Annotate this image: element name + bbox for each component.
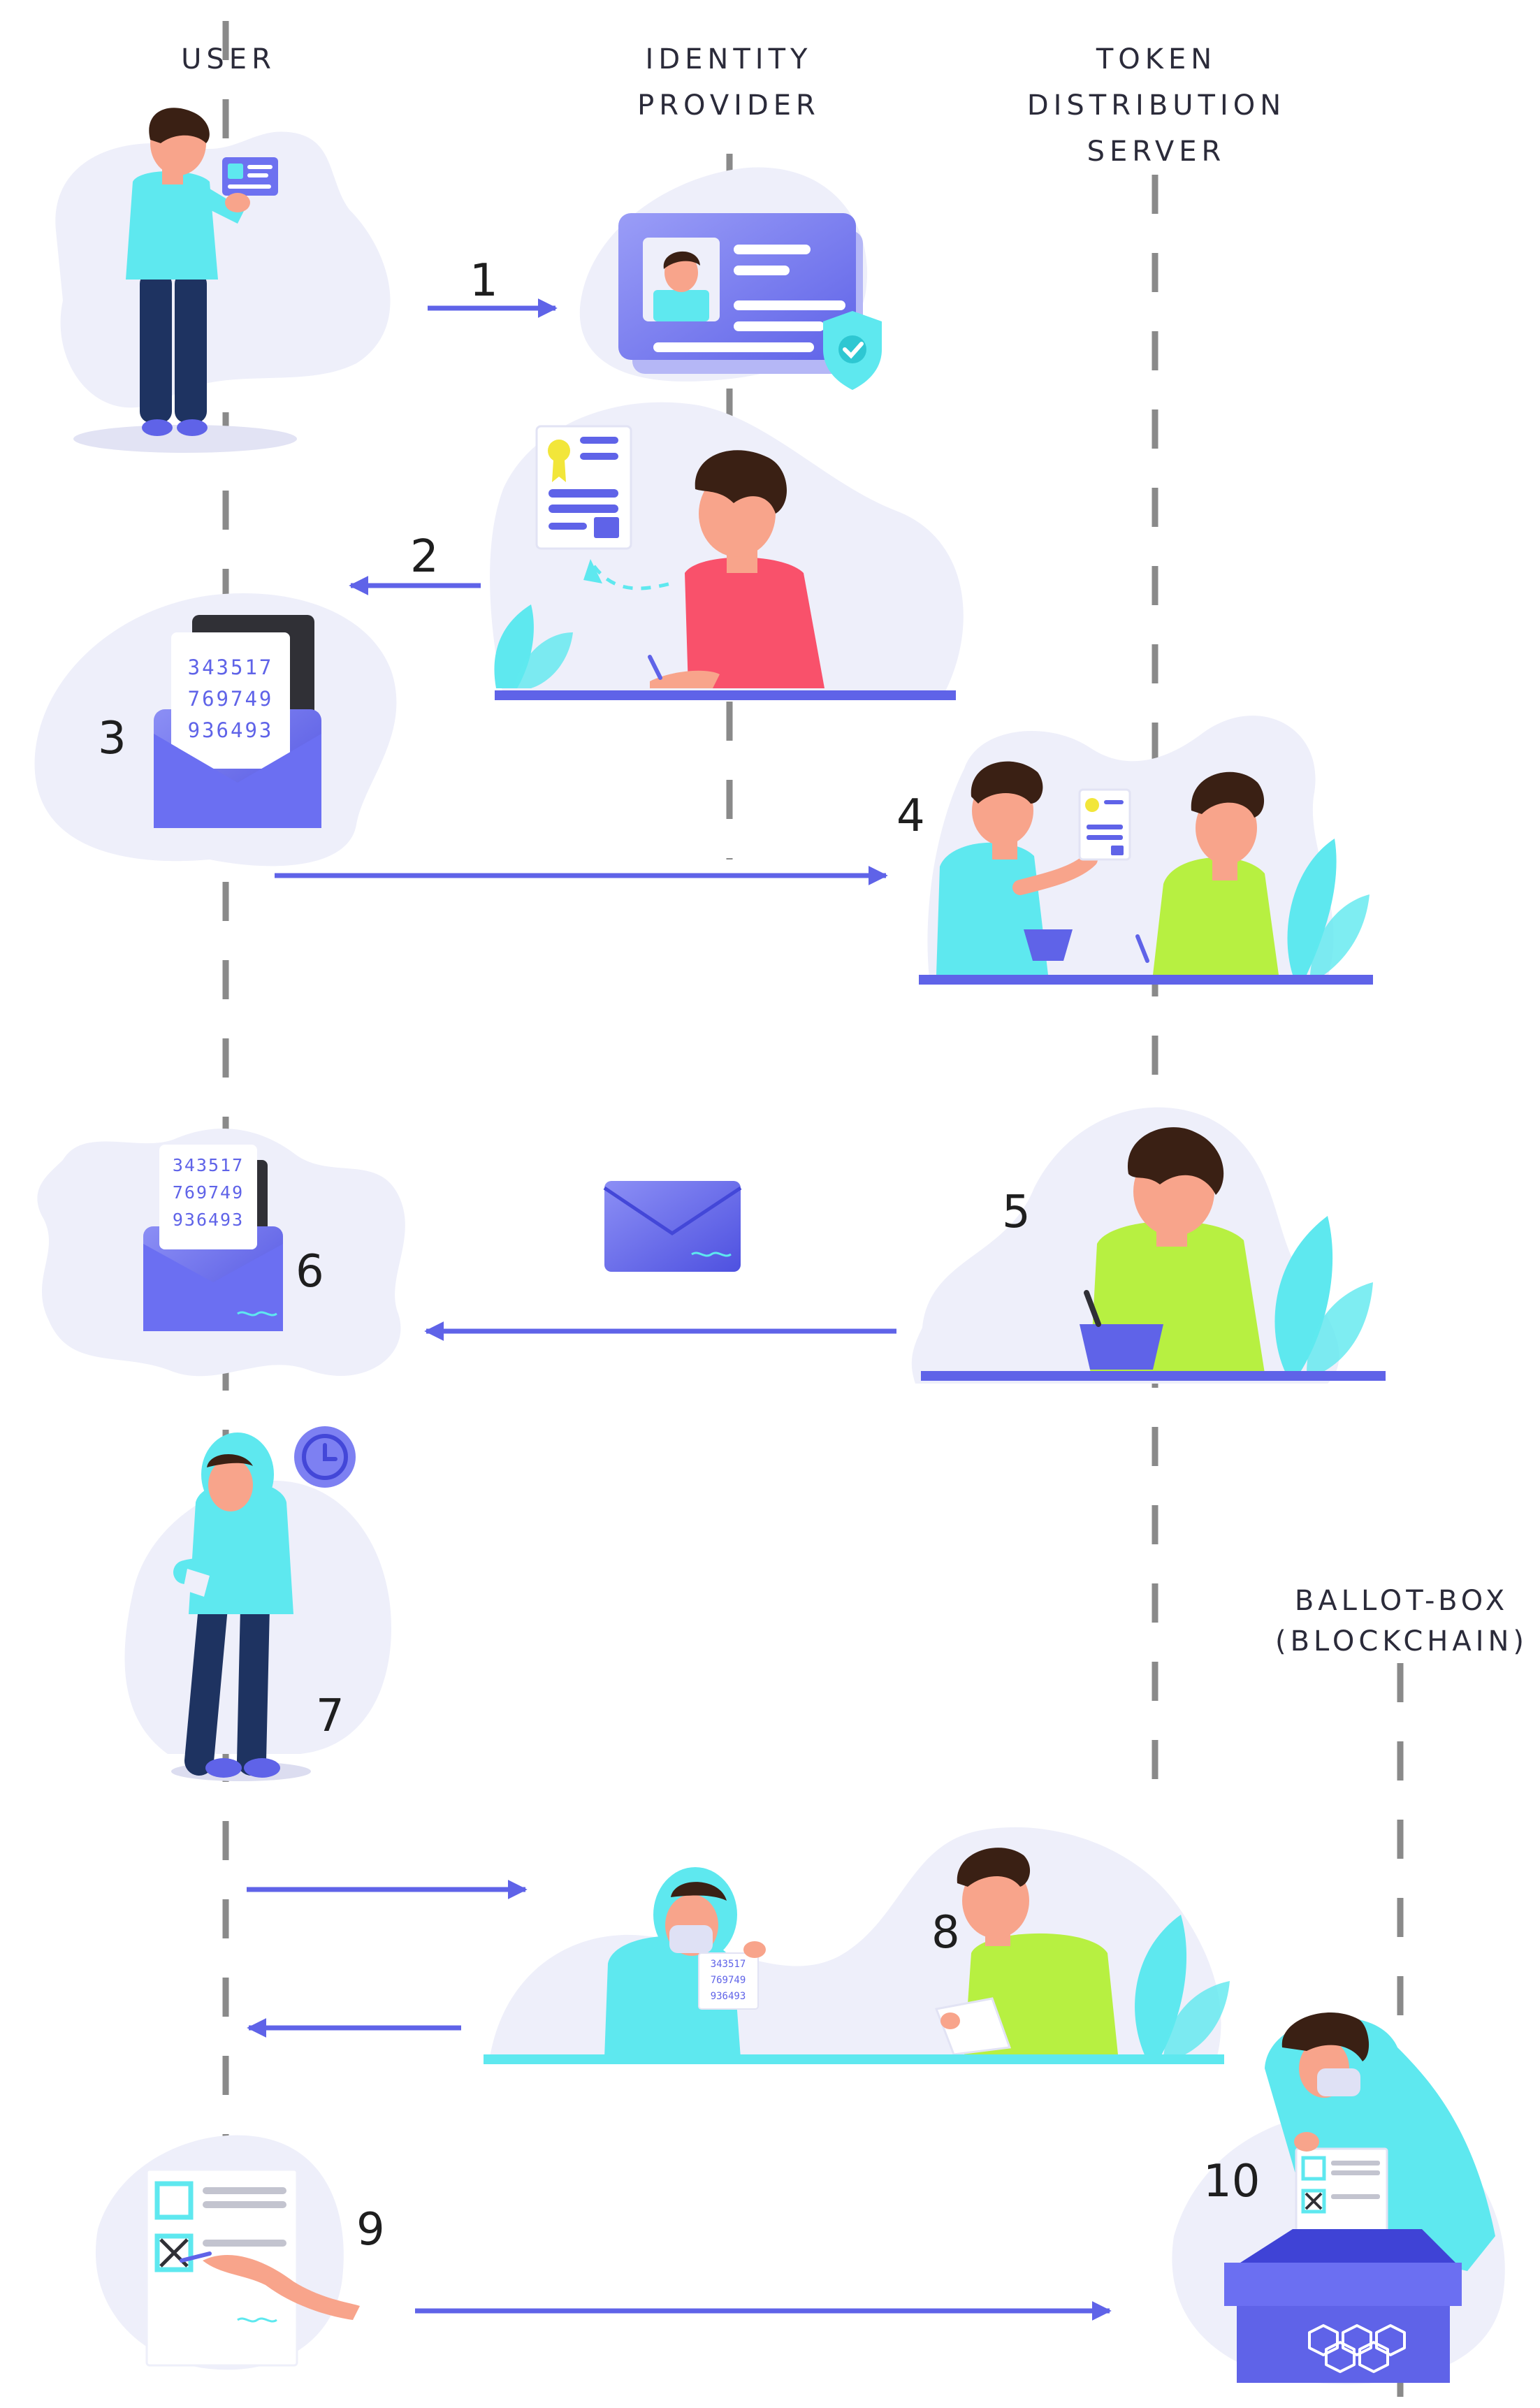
token-line-3: 936493 [173, 1210, 244, 1230]
leaf-icon [1274, 1216, 1373, 1373]
lane-header-identity-provider: IDENTITY PROVIDER [637, 43, 820, 122]
token-line-2: 769749 [188, 687, 274, 711]
clock-icon [294, 1426, 356, 1488]
token-slip-line-2: 769749 [711, 1975, 746, 1986]
token-slip-line-1: 343517 [711, 1959, 746, 1970]
ballot-filling-step9 [145, 2168, 360, 2367]
step-number-10: 10 [1203, 2156, 1261, 2207]
identity-approver [494, 425, 956, 700]
shield-check-icon [823, 311, 882, 390]
token-line-1: 343517 [188, 655, 274, 679]
token-server-operator-step5 [921, 1127, 1386, 1381]
certificate-icon [535, 425, 632, 550]
step-number-7: 7 [316, 1690, 344, 1742]
leaf-icon [494, 604, 573, 688]
step-number-2: 2 [410, 531, 439, 583]
blockchain-cubes-icon [1308, 2324, 1406, 2373]
identity-card-with-shield [618, 213, 882, 390]
step-number-1: 1 [470, 255, 498, 307]
step-number-5: 5 [1002, 1187, 1031, 1238]
lane-header-ballot-box: BALLOT-BOX (BLOCKCHAIN) [1274, 1585, 1529, 1658]
id-card-icon [222, 157, 278, 196]
step-number-3: 3 [98, 713, 126, 764]
token-slip: 343517 769749 936493 [698, 1952, 759, 2010]
token-verification-step8: 343517 769749 936493 [484, 1848, 1230, 2064]
ballot-box-step10 [1224, 2012, 1495, 2383]
step-number-6: 6 [296, 1246, 324, 1298]
leaf-icon [1135, 1915, 1230, 2058]
step-number-9: 9 [356, 2204, 385, 2256]
certificate-icon [1078, 788, 1131, 861]
step-number-4: 4 [896, 790, 925, 842]
token-envelope-step6: 343517 769749 936493 [143, 1145, 283, 1331]
user-with-id-card [73, 108, 297, 453]
token-line-1: 343517 [173, 1155, 244, 1175]
token-line-2: 769749 [173, 1182, 244, 1203]
hooded-user-waiting-step7 [171, 1426, 356, 1781]
leaf-icon [1287, 839, 1370, 975]
token-line-3: 936493 [188, 718, 274, 742]
token-slip-line-3: 936493 [711, 1991, 746, 2002]
envelope-icon [603, 1181, 742, 1272]
step-number-8: 8 [931, 1907, 960, 1959]
certificate-exchange-step4 [919, 761, 1373, 985]
lane-header-token-distribution-server: TOKEN DISTRIBUTION SERVER [1026, 43, 1286, 168]
token-envelope-step3: 343517 769749 936493 [154, 615, 321, 828]
